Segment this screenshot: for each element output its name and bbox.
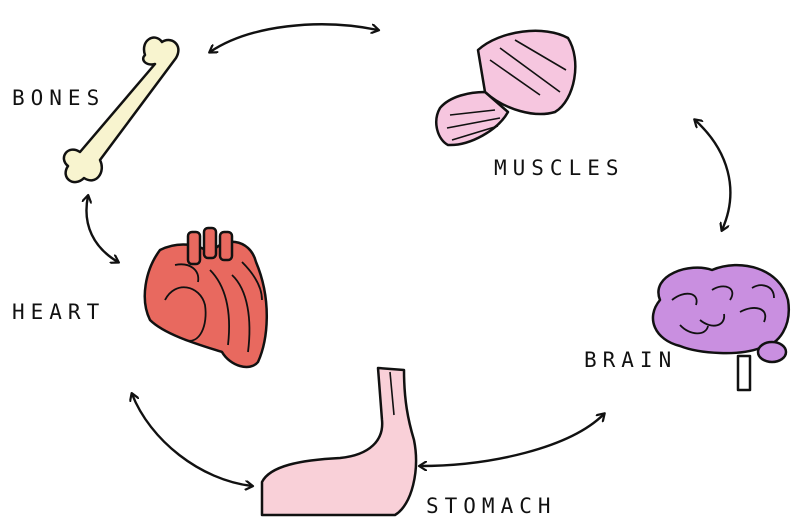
heart-icon <box>145 228 267 367</box>
muscle-icon <box>436 31 575 145</box>
stomach-label: STOMACH <box>426 494 557 518</box>
brain-label: BRAIN <box>584 348 677 372</box>
arrow-heart-bones <box>86 196 118 262</box>
arrow-muscles-brain <box>695 120 730 230</box>
stomach-icon <box>262 368 416 515</box>
arrow-stomach-heart <box>132 394 252 486</box>
arrow-bones-muscles <box>210 24 378 52</box>
muscles-label: MUSCLES <box>494 156 625 180</box>
arrow-brain-stomach <box>420 414 604 466</box>
bones-label: BONES <box>12 86 105 110</box>
heart-label: HEART <box>12 300 105 324</box>
